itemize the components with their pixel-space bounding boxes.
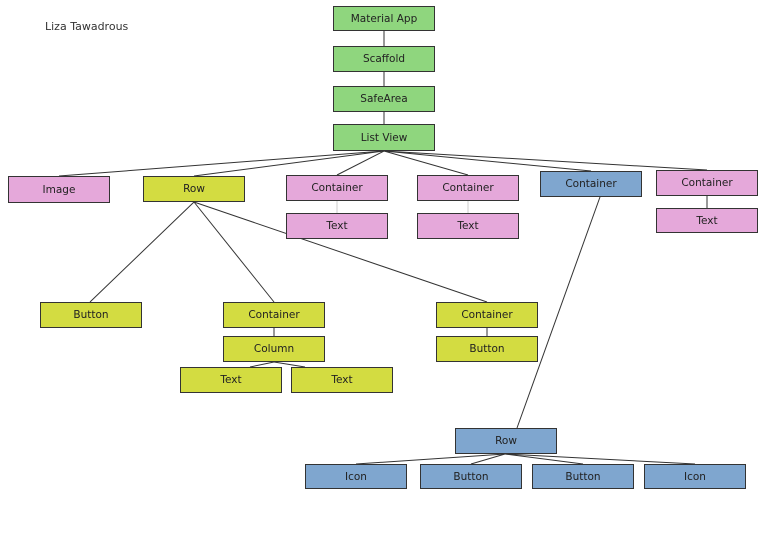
node-row: Row	[143, 176, 245, 202]
node-container-d: Container	[656, 170, 758, 196]
node-button-2: Button	[420, 464, 522, 489]
author-name: Liza Tawadrous	[45, 20, 129, 33]
node-text-e1: Text	[180, 367, 282, 393]
node-text-b: Text	[417, 213, 519, 239]
node-row-2: Row	[455, 428, 557, 454]
node-button-3: Button	[532, 464, 634, 489]
node-container-a: Container	[286, 175, 388, 201]
node-container-e: Container	[223, 302, 325, 328]
node-text-d: Text	[656, 208, 758, 233]
node-icon-1: Icon	[305, 464, 407, 489]
node-safe-area: SafeArea	[333, 86, 435, 112]
node-column: Column	[223, 336, 325, 362]
node-container-f: Container	[436, 302, 538, 328]
node-button-1: Button	[40, 302, 142, 328]
node-button-f: Button	[436, 336, 538, 362]
node-container-c: Container	[540, 171, 642, 197]
node-material-app: Material App	[333, 6, 435, 31]
node-list-view: List View	[333, 124, 435, 151]
node-scaffold: Scaffold	[333, 46, 435, 72]
node-text-e2: Text	[291, 367, 393, 393]
node-container-b: Container	[417, 175, 519, 201]
node-image: Image	[8, 176, 110, 203]
node-text-a: Text	[286, 213, 388, 239]
node-icon-2: Icon	[644, 464, 746, 489]
